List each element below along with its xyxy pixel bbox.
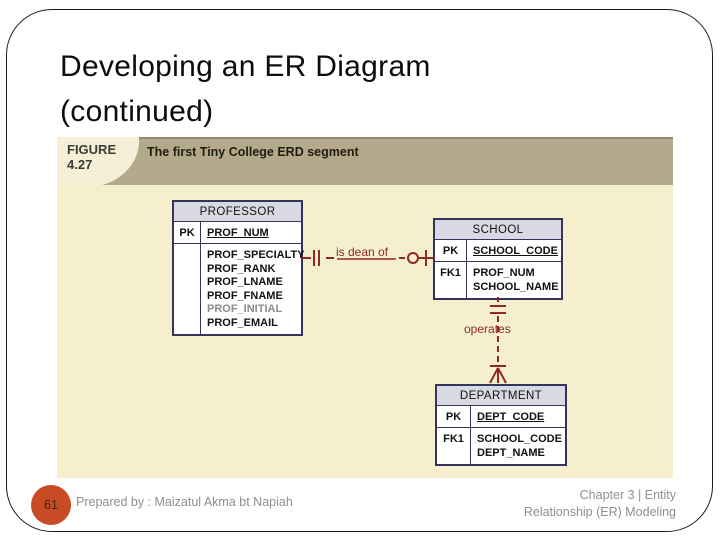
professor-attribute: PROF_RANK: [207, 262, 276, 275]
slide-border: [6, 9, 713, 532]
fk-key-label: FK1: [437, 428, 471, 464]
figure-number-label: FIGURE 4.27: [57, 137, 139, 187]
footer-chapter-line2: Relationship (ER) Modeling: [523, 505, 676, 519]
entity-professor-title: PROFESSOR: [174, 202, 301, 222]
entity-department: DEPARTMENT PK DEPT_CODE FK1 SCHOOL_CODE …: [435, 384, 567, 466]
entity-professor-attr-row: PROF_SPECIALTY PROF_RANK PROF_LNAME PROF…: [174, 243, 305, 334]
figure-body: [57, 185, 673, 478]
figure-caption: The first Tiny College ERD segment: [147, 145, 359, 159]
footer-chapter-info: Chapter 3 | Entity Relationship (ER) Mod…: [524, 487, 676, 521]
professor-attribute: PROF_EMAIL: [207, 316, 278, 329]
professor-attribute: PROF_SPECIALTY: [207, 249, 305, 261]
page-title: Developing an ER Diagram (continued): [60, 44, 431, 134]
entity-school-fk-row: FK1 PROF_NUM SCHOOL_NAME: [435, 261, 561, 298]
professor-pk-attribute: PROF_NUM: [207, 227, 269, 239]
entity-department-pk-row: PK DEPT_CODE: [437, 406, 565, 427]
pk-key-label: PK: [174, 222, 201, 243]
school-pk-attribute: SCHOOL_CODE: [473, 245, 558, 257]
empty-key-cell: [174, 244, 201, 334]
department-attribute: SCHOOL_CODE: [477, 433, 562, 445]
school-attribute: PROF_NUM: [473, 267, 535, 279]
title-line1: Developing an ER Diagram: [60, 50, 431, 83]
pk-key-label: PK: [437, 406, 471, 427]
professor-attribute: PROF_FNAME: [207, 289, 283, 302]
entity-school: SCHOOL PK SCHOOL_CODE FK1 PROF_NUM SCHOO…: [433, 218, 563, 300]
page-number: 61: [44, 498, 58, 512]
relationship-label-operates: operates: [464, 322, 511, 336]
entity-school-pk-row: PK SCHOOL_CODE: [435, 240, 561, 261]
entity-school-title: SCHOOL: [435, 220, 561, 240]
title-line2: (continued): [60, 95, 214, 128]
professor-attribute: PROF_LNAME: [207, 276, 283, 288]
figure-label-title: FIGURE: [67, 142, 117, 157]
figure-label-number: 4.27: [67, 157, 93, 172]
professor-attribute: PROF_INITIAL: [207, 303, 283, 315]
figure-header-band: FIGURE 4.27 The first Tiny College ERD s…: [57, 137, 673, 187]
footer-prepared-by: Prepared by : Maizatul Akma bt Napiah: [76, 495, 293, 509]
pk-key-label: PK: [435, 240, 467, 261]
entity-department-fk-row: FK1 SCHOOL_CODE DEPT_NAME: [437, 427, 565, 464]
fk-key-label: FK1: [435, 262, 467, 298]
department-pk-attribute: DEPT_CODE: [477, 411, 545, 423]
entity-professor-pk-row: PK PROF_NUM: [174, 222, 301, 243]
footer-chapter-line1: Chapter 3 | Entity: [579, 488, 676, 502]
page-number-badge: 61: [31, 485, 71, 525]
school-attribute: SCHOOL_NAME: [473, 280, 559, 293]
relationship-label-is-dean-of: is dean of: [336, 245, 389, 259]
entity-professor: PROFESSOR PK PROF_NUM PROF_SPECIALTY PRO…: [172, 200, 305, 336]
entity-department-title: DEPARTMENT: [437, 386, 565, 406]
department-attribute: DEPT_NAME: [477, 446, 545, 459]
